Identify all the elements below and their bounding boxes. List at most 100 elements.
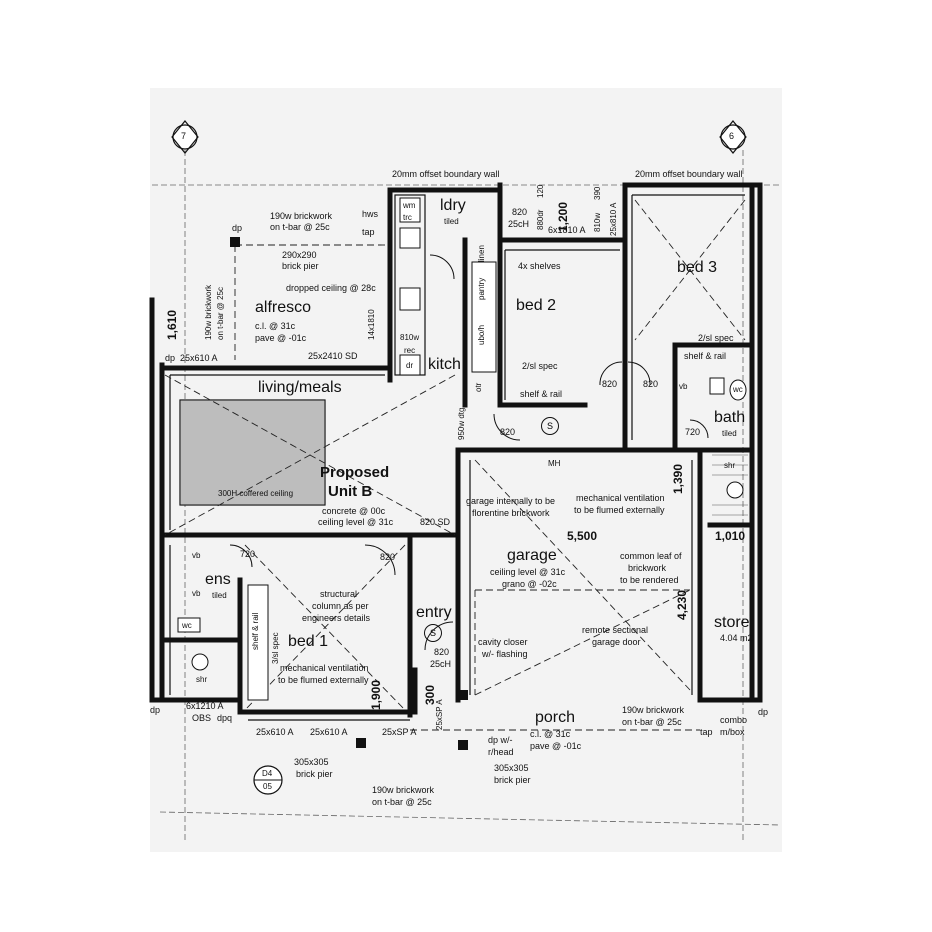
combo-1: combo — [720, 715, 748, 725]
detail-top: D4 — [262, 769, 273, 778]
remote-door-1: remote sectional — [582, 625, 649, 635]
smoke-detector-entry: S — [424, 624, 442, 642]
pantry: pantry — [477, 277, 486, 300]
pier-top-1: 290x290 — [282, 250, 317, 260]
bed2-shelf-rail: shelf & rail — [520, 389, 563, 399]
dp-left: dp — [165, 353, 176, 363]
dp-bottom-left: dp — [150, 705, 161, 715]
room-porch: porch — [535, 709, 576, 726]
dim-880dr: 880dr — [536, 209, 545, 230]
otr: otr — [474, 382, 483, 392]
dim-810w: 810w — [593, 212, 602, 232]
pier-top — [230, 237, 240, 247]
tap-right: tap — [700, 727, 713, 737]
room-ens: ens — [205, 571, 231, 588]
door-820-bed1: 820 — [380, 552, 396, 562]
room-bed-3: bed 3 — [677, 259, 718, 276]
structural-column-1: structural — [320, 589, 358, 599]
bath-wc: wc — [733, 385, 743, 394]
kitchen-rec: rec — [404, 346, 416, 355]
porch-brickwork-2: on t-bar @ 25c — [372, 797, 432, 807]
dim-390: 390 — [593, 186, 602, 200]
dim-1900: 1,900 — [369, 679, 383, 710]
dropped-ceiling: dropped ceiling @ 28c — [286, 283, 376, 293]
concrete-level: concrete @ 00c — [322, 506, 386, 516]
combo-2: m/box — [720, 727, 745, 737]
pier-left-1: 305x305 — [294, 757, 329, 767]
window-6x1810: 6x1810 A — [548, 225, 586, 235]
dpq: dpq — [217, 713, 233, 723]
bed1-3sl-spec: 3/sl spec — [271, 632, 280, 664]
door-820-entry-25ch: 25cH — [430, 659, 452, 669]
door-720-ens: 720 — [240, 549, 256, 559]
grid-label-6: 6 — [729, 131, 735, 141]
plan-title-line1: Proposed — [320, 464, 390, 481]
garage-note-2: florentine brickwork — [472, 508, 550, 518]
linen: linen — [477, 245, 486, 262]
window-25x610-top: 25x610 A — [180, 353, 218, 363]
door-820-hall: 820 — [500, 427, 516, 437]
pier-right-1: 305x305 — [494, 763, 529, 773]
bed1-mech-vent-2: to be flumed externally — [278, 675, 369, 685]
dim-1610: 1,610 — [165, 309, 179, 340]
window-25x610-b: 25x610 A — [256, 727, 294, 737]
door-820-ldry-25ch: 25cH — [508, 219, 530, 229]
porch-brickwork-1: 190w brickwork — [372, 785, 435, 795]
door-820-ldry: 820 — [512, 207, 528, 217]
garage-note-1: garage internally to be — [466, 496, 556, 506]
tap-top: tap — [362, 227, 375, 237]
door-820-entry: 820 — [434, 647, 450, 657]
dp-bottom-right: dp — [758, 707, 769, 717]
window-6x1210: 6x1210 A — [186, 701, 224, 711]
brickwork-top-1: 190w brickwork — [270, 211, 333, 221]
coffered-ceiling-area — [179, 399, 326, 506]
remote-door-2: garage door — [592, 637, 641, 647]
brickwork-top-2: on t-bar @ 25c — [270, 222, 330, 232]
trough: trc — [403, 213, 412, 222]
obs: OBS — [192, 713, 212, 723]
alfresco-cl: c.l. @ 31c — [255, 321, 296, 331]
right-brickwork-2: on t-bar @ 25c — [622, 717, 682, 727]
store-area: 4.04 m2 — [720, 633, 753, 643]
kitchen-14x1810: 14x1810 — [367, 309, 376, 340]
detail-bottom: 05 — [263, 782, 272, 791]
dim-4230: 4,230 — [675, 589, 689, 620]
door-820-bed3: 820 — [643, 379, 659, 389]
grid-bubble-7 — [172, 124, 198, 150]
window-25x610-c: 25x610 A — [310, 727, 348, 737]
bed1-shelf-rail: shelf & rail — [251, 612, 260, 650]
boundary-wall-left: 20mm offset boundary wall — [392, 169, 500, 179]
common-leaf-2: brickwork — [628, 563, 667, 573]
bed3-shelf-rail: shelf & rail — [684, 351, 727, 361]
common-leaf-1: common leaf of — [620, 551, 682, 561]
room-bed-1: bed 1 — [288, 633, 329, 650]
boundary-wall-right: 20mm offset boundary wall — [635, 169, 743, 179]
porch-cl: c.l. @ 31c — [530, 729, 571, 739]
dp-rhead-1: dp w/- — [488, 735, 513, 745]
room-bath: bath — [714, 409, 746, 426]
ens-tiled: tiled — [212, 591, 227, 600]
right-brickwork-1: 190w brickwork — [622, 705, 685, 715]
uboh: ubo/h — [477, 324, 486, 345]
room-entry: entry — [416, 604, 452, 621]
ldry-tiled: tiled — [444, 217, 459, 226]
window-25x2410: 25x2410 SD — [308, 351, 358, 361]
ens-vb-1: vb — [192, 551, 201, 560]
plan-title-line2: Unit B — [328, 483, 373, 500]
hws: hws — [362, 209, 379, 219]
alfresco-pave: pave @ -01c — [255, 333, 307, 343]
room-alfresco: alfresco — [255, 299, 312, 316]
window-25x810: 25x810 A — [609, 202, 618, 236]
grid-label-7: 7 — [181, 131, 187, 141]
room-ldry: ldry — [440, 197, 466, 214]
structural-column-2: column as per — [312, 601, 369, 611]
room-garage: garage — [507, 547, 557, 564]
pier-top-2: brick pier — [282, 261, 319, 271]
garage-mech-vent-2: to be flumed externally — [574, 505, 665, 515]
ens-shr: shr — [196, 675, 208, 684]
room-living-meals: living/meals — [258, 379, 342, 396]
garage-ceiling-level: ceiling level @ 31c — [490, 567, 566, 577]
bath-shr: shr — [724, 461, 736, 470]
cavity-closer-1: cavity closer — [478, 637, 528, 647]
